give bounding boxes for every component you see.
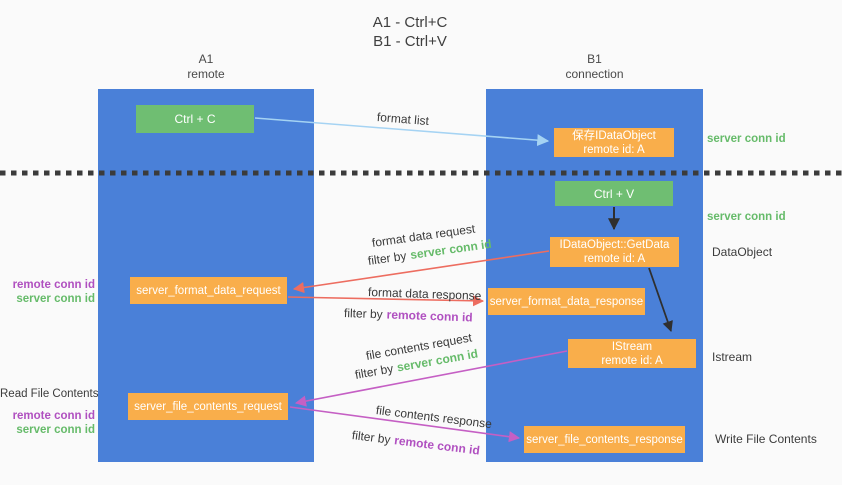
server-format-data-response-box: server_format_data_response bbox=[488, 288, 645, 315]
file-contents-response-annotation: file contents response bbox=[375, 403, 493, 432]
save-dataobject-box: 保存IDataObject remote id: A bbox=[554, 128, 674, 157]
write-file-contents-label: Write File Contents bbox=[715, 432, 817, 446]
getdata-line1: IDataObject::GetData bbox=[559, 239, 670, 251]
server-file-contents-request-box: server_file_contents_request bbox=[128, 393, 288, 420]
conn-id-pair-format: remote conn id server conn id bbox=[0, 278, 95, 306]
dataobject-label: DataObject bbox=[712, 245, 773, 259]
istream-side-label: Istream bbox=[712, 350, 753, 364]
lane-a1-subtitle: remote bbox=[187, 67, 225, 81]
lane-b1-subtitle: connection bbox=[565, 67, 624, 81]
server-format-data-request-box: server_format_data_request bbox=[130, 277, 287, 304]
istream-line2: remote id: A bbox=[601, 354, 663, 367]
server-conn-id-label-mid: server conn id bbox=[707, 211, 786, 223]
diagram-title: A1 - Ctrl+C B1 - Ctrl+V bbox=[0, 13, 820, 51]
title-line-2: B1 - Ctrl+V bbox=[373, 33, 447, 50]
conn-id-pair-file: remote conn id server conn id bbox=[0, 409, 95, 437]
ctrl-v-box: Ctrl + V bbox=[555, 181, 673, 206]
ctrl-c-label: Ctrl + C bbox=[174, 112, 216, 126]
filter-by-text-4: filter by bbox=[351, 428, 392, 447]
server-file-contents-response-box: server_file_contents_response bbox=[524, 426, 685, 453]
filter-by-text-3: filter by bbox=[353, 361, 395, 382]
format-list-annotation: format list bbox=[376, 110, 430, 129]
server-conn-id-left-1: server conn id bbox=[16, 293, 95, 305]
format-data-response-annotation: format data response bbox=[367, 285, 482, 303]
filter-by-text-2: filter by bbox=[343, 306, 383, 322]
remote-conn-id-inline-1: remote conn id bbox=[386, 307, 473, 325]
getdata-box: IDataObject::GetData remote id: A bbox=[550, 237, 679, 267]
istream-box: IStream remote id: A bbox=[568, 339, 696, 368]
ctrl-v-label: Ctrl + V bbox=[593, 186, 635, 201]
lane-header-b1: B1 connection bbox=[486, 52, 703, 82]
istream-line1: IStream bbox=[611, 340, 653, 353]
server-format-data-response-label: server_format_data_response bbox=[489, 295, 644, 308]
lane-a1-name: A1 bbox=[198, 52, 214, 66]
save-dataobject-line2: remote id: A bbox=[583, 143, 645, 156]
lane-b1-name: B1 bbox=[587, 52, 602, 66]
server-file-contents-request-label: server_file_contents_request bbox=[134, 400, 282, 413]
save-dataobject-line1: 保存IDataObject bbox=[572, 129, 656, 142]
server-conn-id-left-2: server conn id bbox=[16, 424, 95, 436]
remote-conn-id-inline-2: remote conn id bbox=[393, 433, 481, 458]
remote-conn-id-left-1: remote conn id bbox=[12, 279, 95, 291]
lane-header-a1: A1 remote bbox=[98, 52, 314, 82]
filter-by-text-1: filter by bbox=[367, 248, 408, 268]
getdata-line2: remote id: A bbox=[583, 253, 646, 265]
title-line-1: A1 - Ctrl+C bbox=[372, 14, 448, 31]
server-file-contents-response-label: server_file_contents_response bbox=[526, 433, 683, 446]
read-file-contents-label: Read File Contents bbox=[0, 388, 99, 400]
server-conn-id-label-top: server conn id bbox=[707, 133, 786, 145]
ctrl-c-box: Ctrl + C bbox=[136, 105, 254, 133]
remote-conn-id-left-2: remote conn id bbox=[12, 410, 95, 422]
server-format-data-request-label: server_format_data_request bbox=[136, 284, 281, 297]
